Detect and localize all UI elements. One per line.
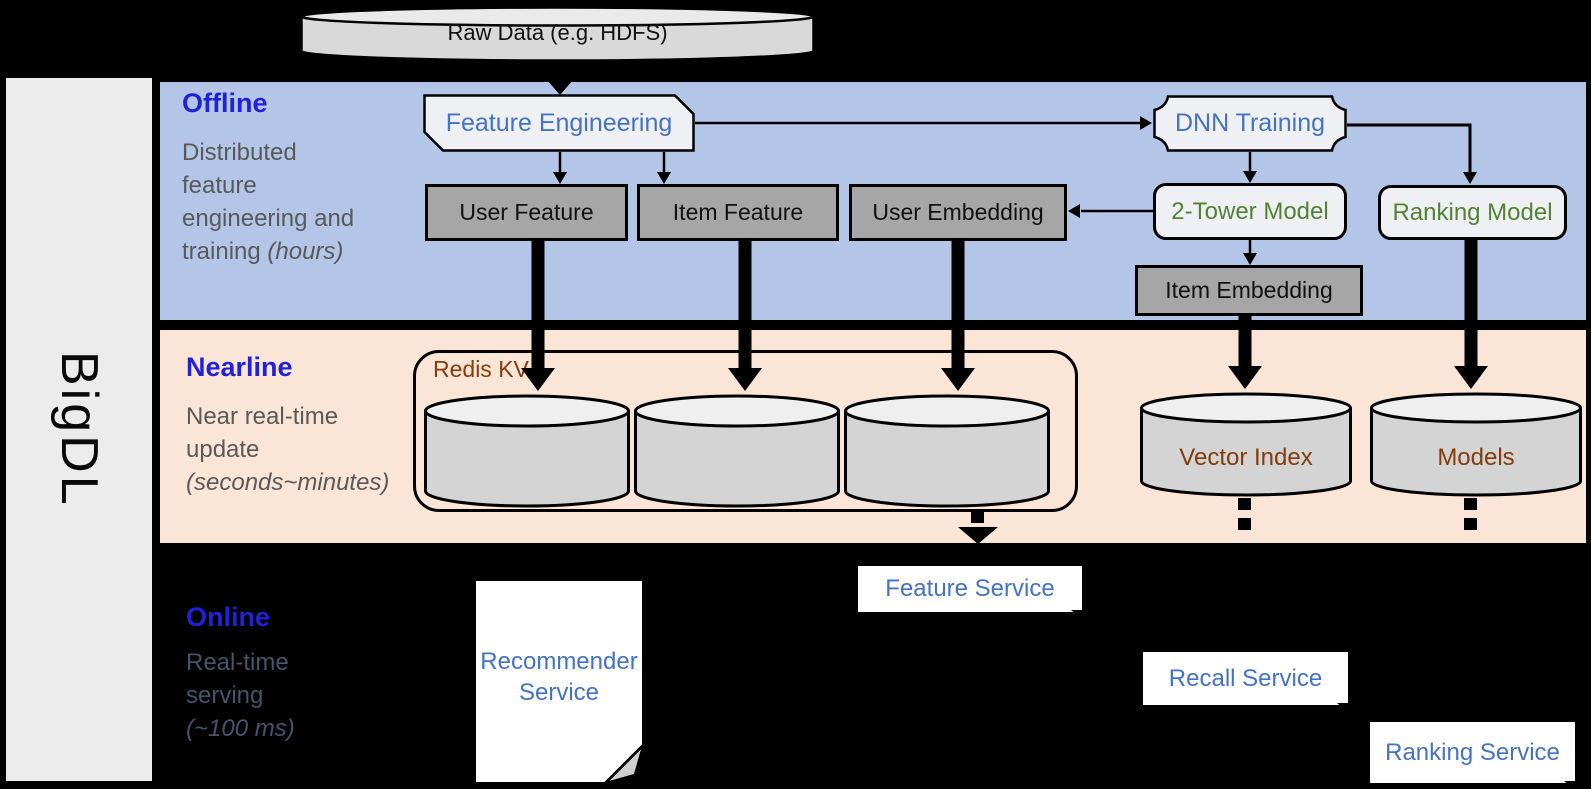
ranking-model-node: Ranking Model: [1378, 185, 1567, 240]
raw-data-cylinder: Raw Data (e.g. HDFS): [300, 6, 815, 63]
online-subtitle-text: Real-time serving: [186, 649, 289, 709]
offline-subtitle: Distributed feature engineering and trai…: [182, 136, 354, 268]
redis-kv-label: Redis KV: [433, 356, 529, 382]
redis-cylinder-3: [844, 394, 1050, 508]
bigdl-sidebar: BigDL: [6, 78, 152, 781]
vector-index-label: Vector Index: [1179, 444, 1313, 471]
cylinder-shape: [300, 6, 815, 62]
bigdl-brand-label: BigDL: [50, 351, 108, 508]
nearline-subtitle-text: Near real-time update: [186, 403, 339, 463]
nearline-title: Nearline: [186, 352, 293, 382]
nearline-subtitle: Near real-time update (seconds~minutes): [186, 400, 389, 499]
ranking-service-node: Ranking Service: [1370, 722, 1575, 789]
item-feature-node: Item Feature: [637, 184, 839, 241]
card-shape: [423, 94, 695, 152]
redis-cylinder-2: [634, 394, 840, 508]
vector-index-cylinder: Vector Index: [1140, 392, 1352, 498]
recommender-service-node: Recommender Service: [473, 578, 647, 787]
offline-subtitle-italic: (hours): [267, 238, 344, 265]
recommender-service-label: Recommender Service: [480, 648, 638, 706]
two-tower-model-node: 2-Tower Model: [1153, 183, 1347, 240]
feature-service-node: Feature Service: [858, 566, 1082, 619]
offline-subtitle-text: Distributed feature engineering and trai…: [182, 139, 355, 265]
raw-data-label: Raw Data (e.g. HDFS): [447, 20, 668, 45]
user-feature-node: User Feature: [425, 184, 628, 241]
online-subtitle: Real-time serving (~100 ms): [186, 646, 295, 745]
dnn-training-label: DNN Training: [1174, 109, 1326, 137]
online-title: Online: [186, 602, 271, 632]
recall-service-node: Recall Service: [1143, 652, 1348, 712]
plaque-shape: [1153, 95, 1347, 152]
feature-engineering-label: Feature Engineering: [445, 108, 673, 137]
redis-cylinder-1: [424, 394, 630, 508]
models-label: Models: [1437, 444, 1515, 471]
item-embedding-node: Item Embedding: [1135, 265, 1363, 316]
offline-title: Offline: [182, 88, 268, 118]
nearline-subtitle-italic: (seconds~minutes): [186, 469, 390, 496]
online-subtitle-italic: (~100 ms): [186, 715, 295, 742]
user-embedding-node: User Embedding: [849, 184, 1067, 241]
models-cylinder: Models: [1370, 392, 1582, 498]
dnn-training-node: DNN Training: [1153, 95, 1347, 152]
feature-engineering-node: Feature Engineering: [423, 94, 695, 152]
document-shape: [473, 578, 647, 787]
